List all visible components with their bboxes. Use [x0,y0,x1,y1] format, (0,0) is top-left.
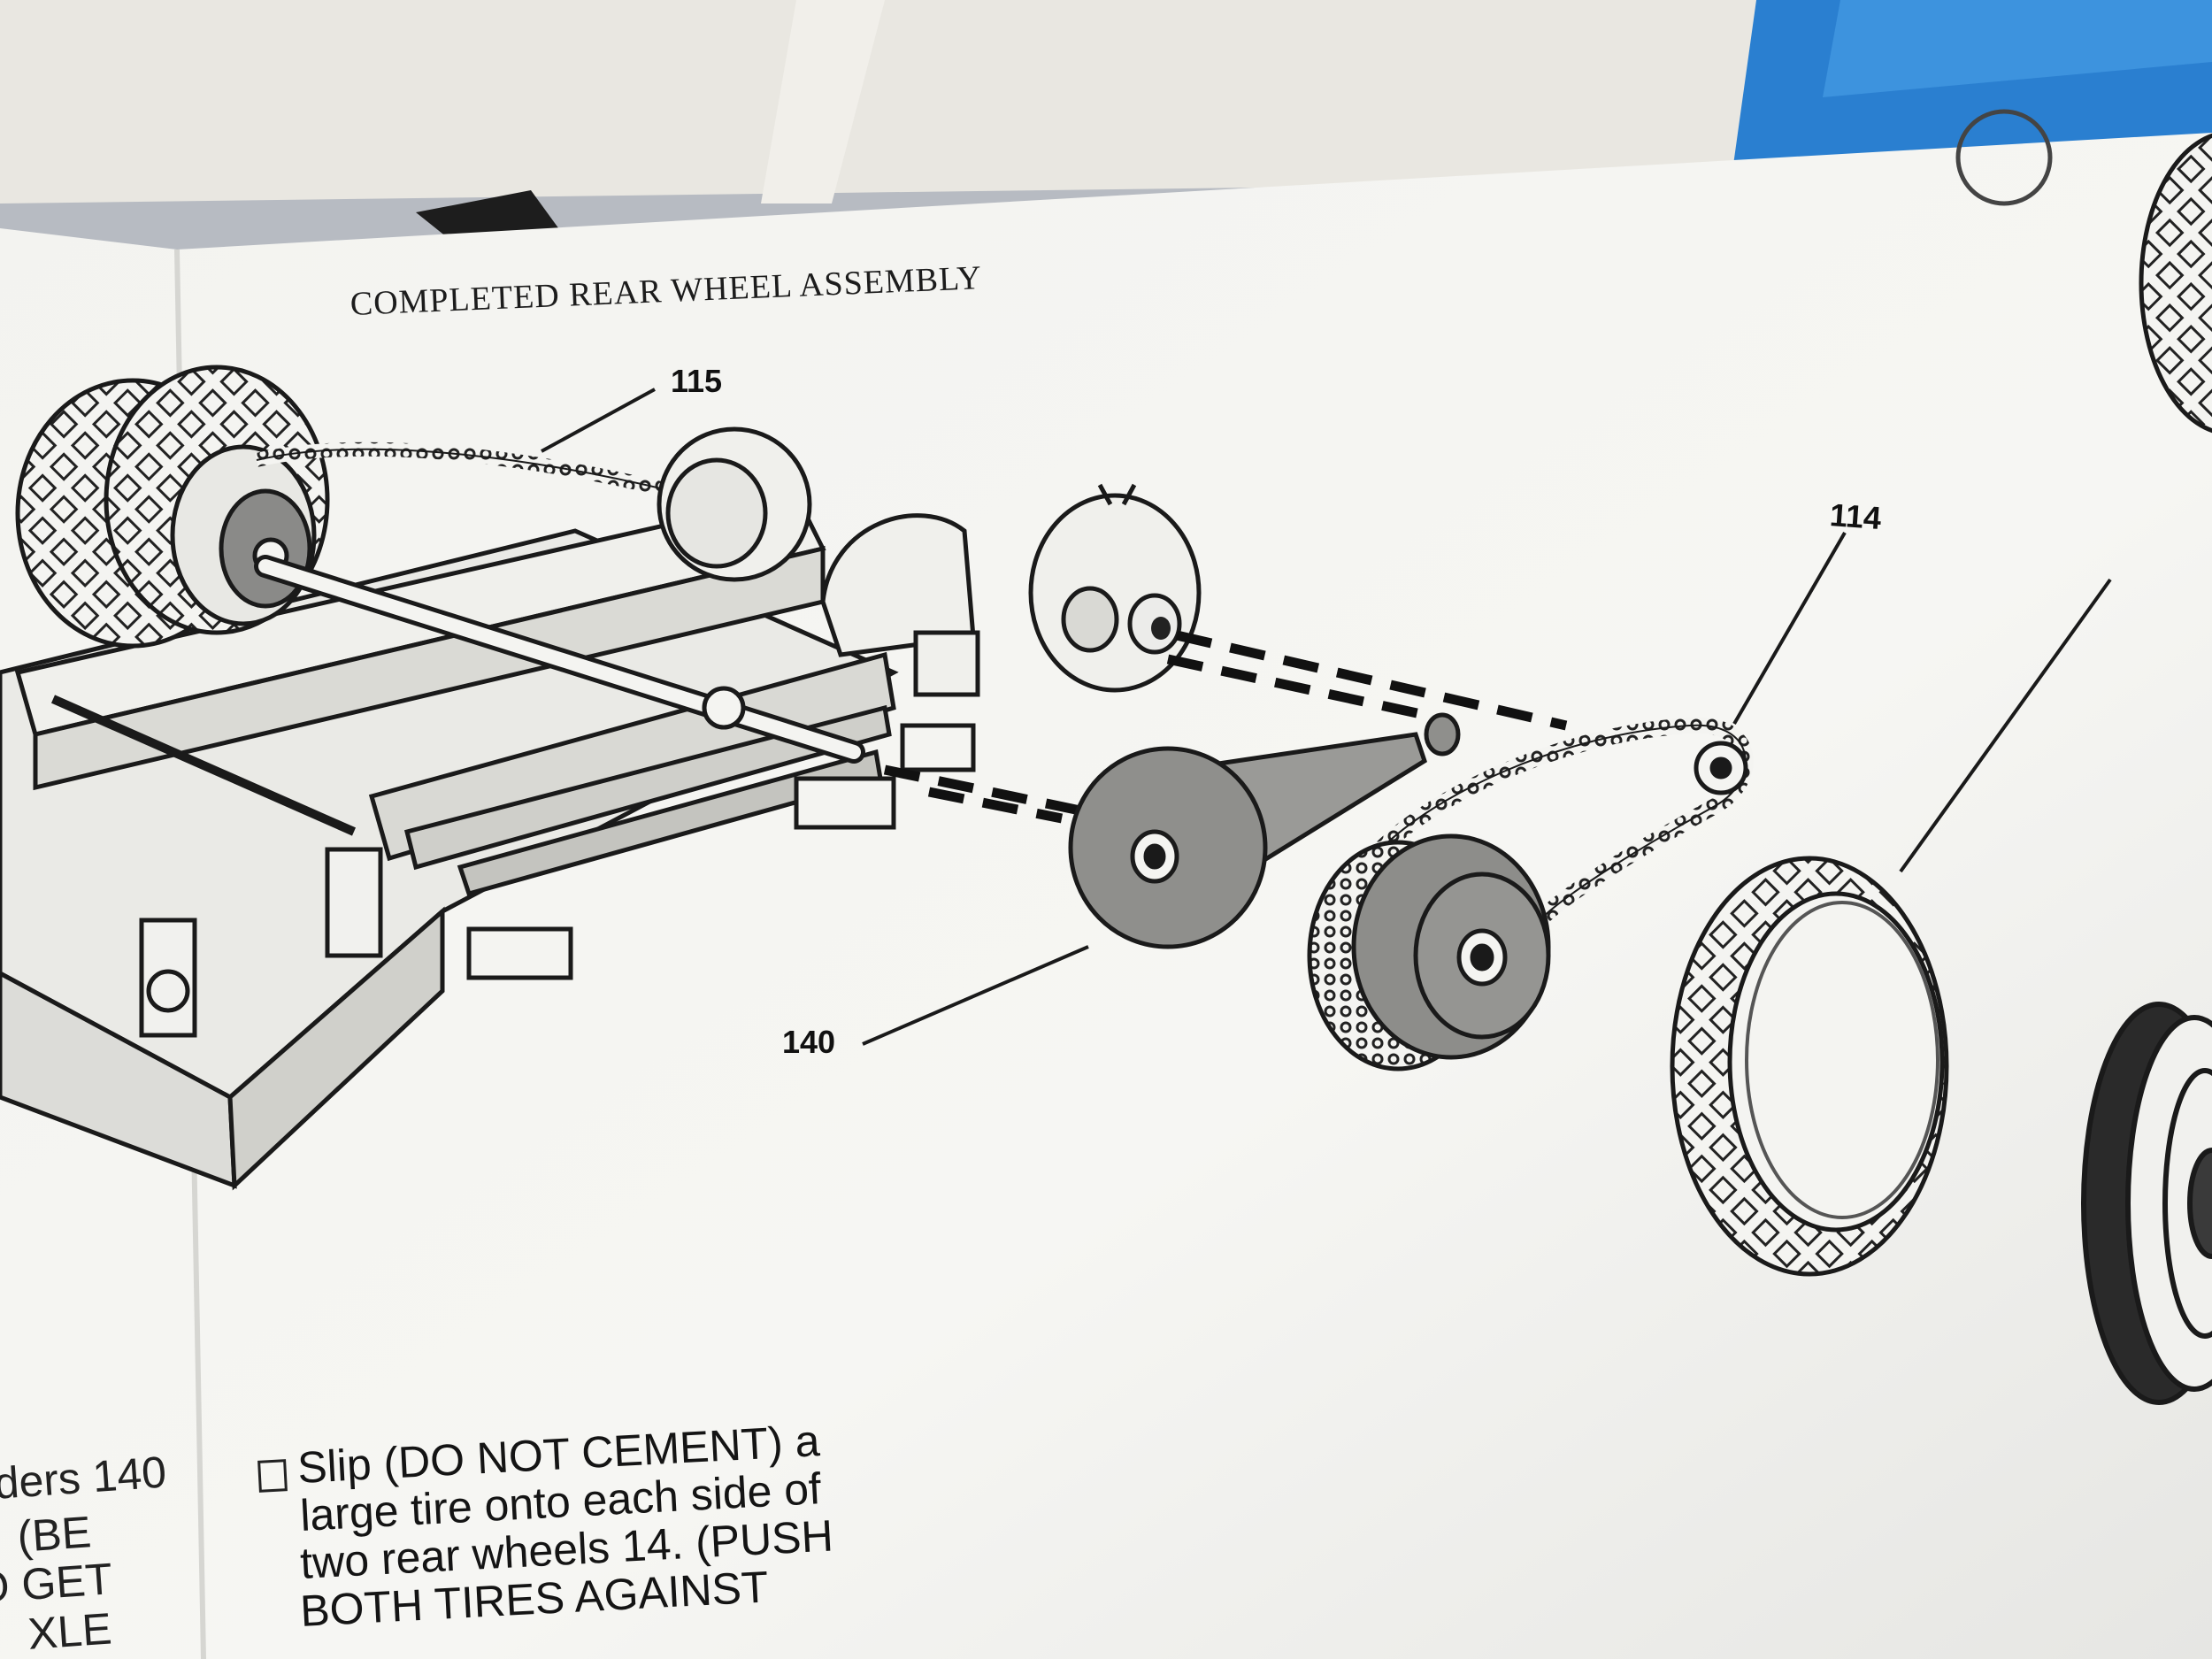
part-140-spindle [1068,712,1461,949]
large-tire [1670,856,1949,1277]
callout-115: 115 [671,363,723,399]
callout-114: 114 [1828,496,1883,536]
corner-emblem [1955,109,2053,206]
left-column-line: O GET [0,1554,114,1613]
box-lid [0,0,1778,204]
alignment-dashes [883,630,1568,824]
blue-corner-highlight [1823,0,2212,97]
edge-tire-top [2139,133,2212,434]
axle-end-hole [1151,617,1171,640]
mounted-rear-wheel [15,365,330,649]
callout-140: 140 [782,1024,836,1060]
rear-axle-fill [258,559,861,759]
part-114-sprocket-wheel [1307,717,1754,1071]
edge-rear-wheel [2081,1002,2212,1405]
axle-collar [702,686,746,730]
left-column-line: XLE [26,1603,113,1659]
leader-lines [541,388,2112,1046]
left-column-line: (BE [15,1507,93,1562]
box-lid-fold [761,0,885,204]
left-column-line: ders 140 [0,1447,168,1509]
diff-clamp [913,630,980,697]
mounted-drive-chain-edge [256,448,691,496]
step-checkbox[interactable] [257,1459,288,1493]
